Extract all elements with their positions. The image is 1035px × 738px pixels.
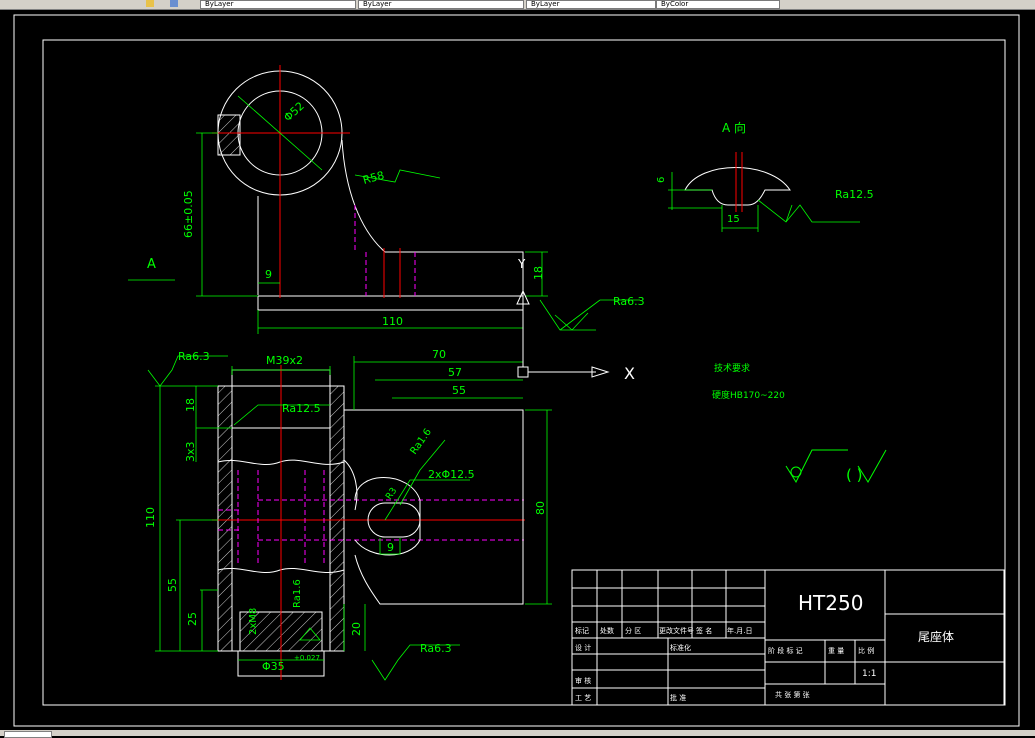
svg-text:设 计: 设 计 xyxy=(575,643,591,652)
svg-text:标记: 标记 xyxy=(575,626,589,635)
status-bar xyxy=(0,730,1035,738)
svg-text:处数: 处数 xyxy=(600,626,614,635)
top-view-dims xyxy=(128,95,640,334)
roughness-ra63-bottom: Ra6.3 xyxy=(420,642,452,655)
roughness-ra63-left: Ra6.3 xyxy=(178,350,210,363)
top-view-hidden xyxy=(354,205,416,296)
dim-55-left: 55 xyxy=(166,578,179,592)
dim-9-bottom: 9 xyxy=(387,541,394,554)
inner-frame xyxy=(42,39,1006,706)
dim-phi35: Φ35 xyxy=(262,660,285,673)
dim-57: 57 xyxy=(448,366,462,379)
general-roughness-symbol xyxy=(785,449,887,484)
top-view xyxy=(217,70,524,311)
section-a-label: A 向 xyxy=(722,120,746,135)
toolbar: ByLayer ByLayer ByLayer ByColor xyxy=(0,0,1035,10)
dim-r3: R3 xyxy=(384,486,399,502)
plotstyle-select[interactable]: ByColor xyxy=(656,0,780,9)
dim-diameter-52: Φ52 xyxy=(281,99,307,124)
roughness-ra16-a: Ra1.6 xyxy=(408,427,434,457)
tech-notes-line1: 硬度HB170~220 xyxy=(712,389,785,401)
svg-text:年.月.日: 年.月.日 xyxy=(727,626,752,635)
svg-text:批 准: 批 准 xyxy=(670,693,686,702)
svg-text:比 例: 比 例 xyxy=(858,646,874,655)
front-dims xyxy=(147,355,552,681)
dim-18-left: 18 xyxy=(184,398,197,412)
svg-text:更改文件号: 更改文件号 xyxy=(659,626,694,635)
dim-55-top: 55 xyxy=(452,384,466,397)
front-hidden xyxy=(218,470,524,565)
outer-frame xyxy=(13,14,1020,727)
layer-select[interactable]: ByLayer xyxy=(200,0,356,9)
ucs-icon xyxy=(517,310,610,378)
x-axis-label: X xyxy=(624,364,635,383)
roughness-ra16-b: Ra1.6 xyxy=(292,579,303,608)
title-part-name: 尾座体 xyxy=(918,629,954,644)
dim-phi35-tol: +0.027 xyxy=(294,654,320,662)
dim-15: 15 xyxy=(727,214,740,225)
dim-70: 70 xyxy=(432,348,446,361)
dim-66: 66±0.05 xyxy=(182,190,195,238)
dim-6: 6 xyxy=(656,177,667,183)
roughness-ra125-mid: Ra12.5 xyxy=(282,402,321,415)
dim-r58: R58 xyxy=(361,169,385,187)
title-block xyxy=(571,569,1005,706)
svg-text:重 量: 重 量 xyxy=(828,647,844,655)
view-a-arrow-label: A xyxy=(147,257,156,272)
roughness-ra63-right: Ra6.3 xyxy=(613,295,645,308)
dim-18-top: 18 xyxy=(532,266,545,280)
dim-110-top: 110 xyxy=(382,315,403,328)
dim-9-top: 9 xyxy=(265,268,272,281)
svg-text:分 区: 分 区 xyxy=(625,626,641,635)
layout-tab[interactable] xyxy=(4,731,52,738)
svg-text:工 艺: 工 艺 xyxy=(575,694,591,702)
svg-text:阶 段 标 记: 阶 段 标 记 xyxy=(768,646,803,655)
y-axis-label: Y xyxy=(517,257,526,271)
title-scale: 1:1 xyxy=(862,669,876,679)
dim-110-left: 110 xyxy=(144,507,157,528)
dim-20: 20 xyxy=(350,622,363,636)
svg-text:签 名: 签 名 xyxy=(696,626,712,635)
roughness-ra125-top: Ra12.5 xyxy=(835,188,874,201)
side-view xyxy=(343,409,524,605)
svg-text:标准化: 标准化 xyxy=(670,643,691,652)
drawing-canvas[interactable]: Φ52 R58 66±0.05 9 18 110 A Ra6.3 Y A 向 6… xyxy=(0,10,1035,730)
general-roughness-paren: ( ) xyxy=(846,466,862,484)
color-select[interactable]: ByLayer xyxy=(358,0,524,9)
section-a-dims xyxy=(668,172,860,232)
dim-2xphi125: 2xΦ12.5 xyxy=(428,468,475,481)
layer-props-icon[interactable] xyxy=(170,0,178,7)
dim-3x3: 3x3 xyxy=(184,441,197,462)
title-material: HT250 xyxy=(798,591,863,615)
layer-icon[interactable] xyxy=(146,0,154,7)
title-block-labels: 标记 处数 分 区 更改文件号 签 名 年.月.日 设 计 标准化 阶 段 标 … xyxy=(575,626,874,702)
linetype-select[interactable]: ByLayer xyxy=(526,0,656,9)
tech-notes-title: 技术要求 xyxy=(714,362,750,374)
dim-m8: 2xM8 xyxy=(248,608,259,635)
dim-25-left: 25 xyxy=(186,612,199,626)
ucs-marker-top xyxy=(516,289,530,305)
section-a-centerlines xyxy=(735,152,743,212)
svg-text:审 核: 审 核 xyxy=(575,676,591,685)
dim-m39: M39x2 xyxy=(266,354,303,367)
dim-80: 80 xyxy=(534,501,547,515)
section-a-view xyxy=(684,167,791,206)
top-view-centerlines xyxy=(212,65,401,298)
svg-text:共 张 第 张: 共 张 第 张 xyxy=(775,690,810,699)
